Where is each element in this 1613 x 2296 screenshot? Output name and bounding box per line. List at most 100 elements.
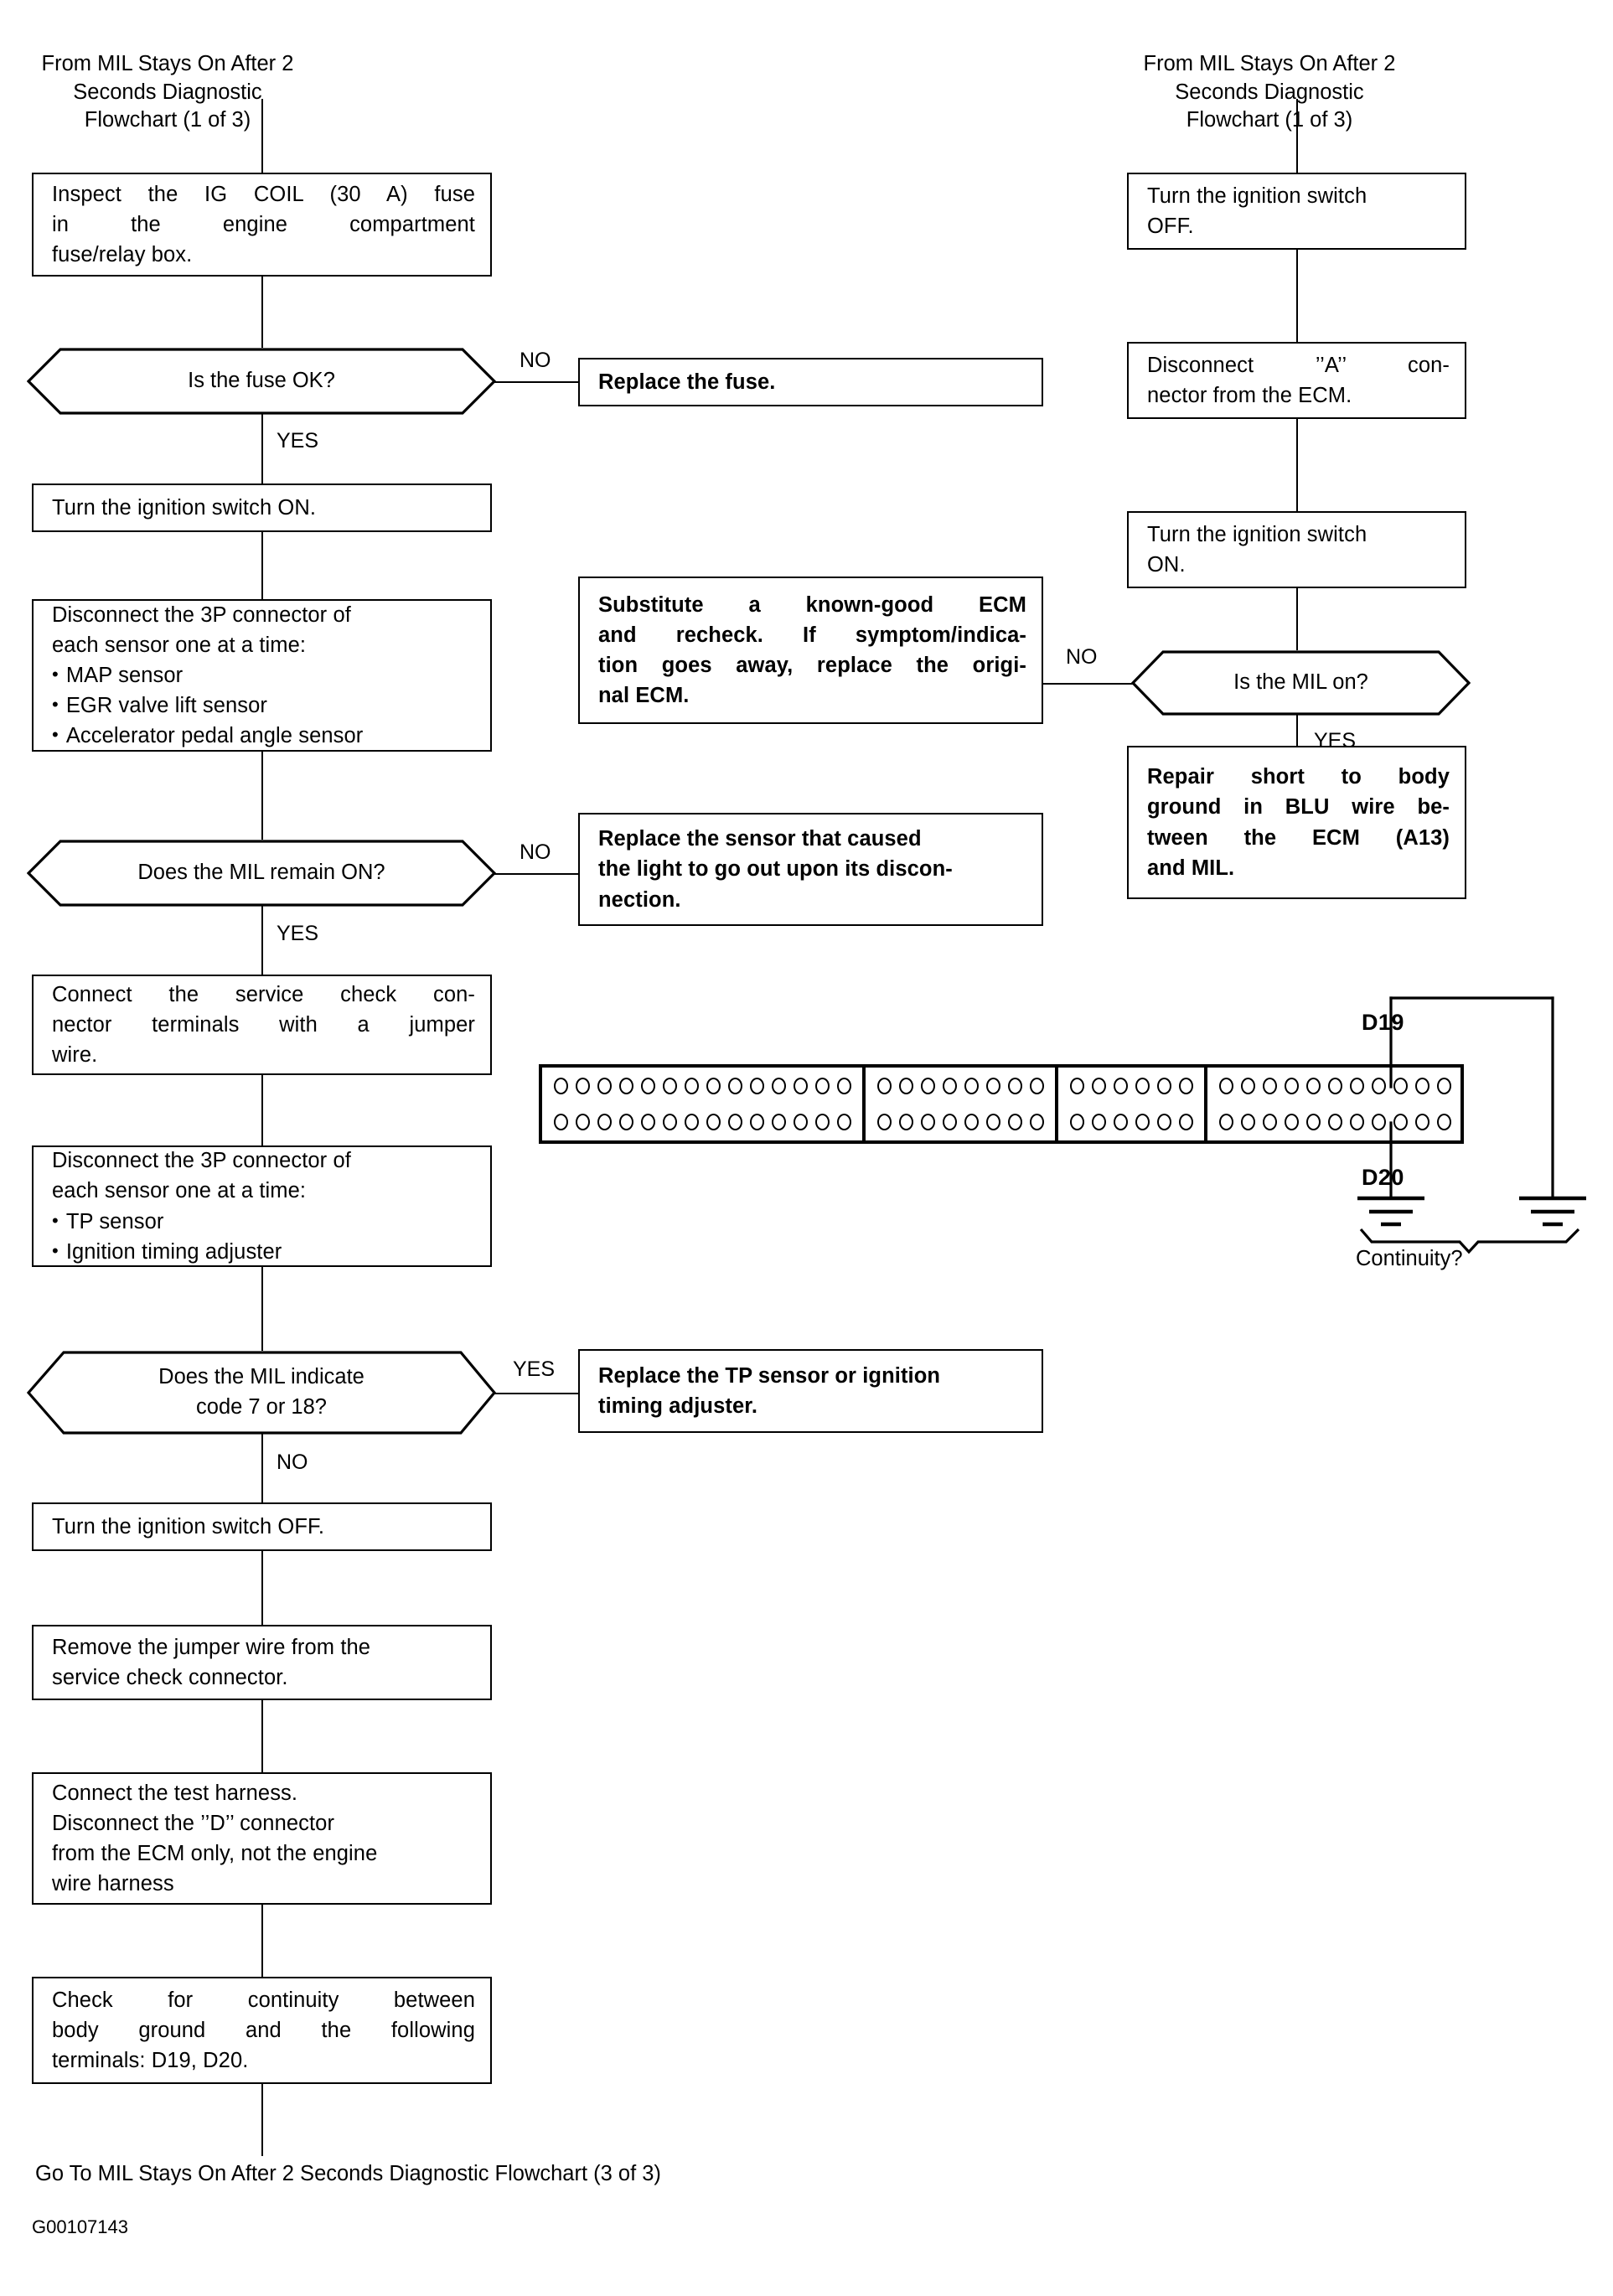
connector-pin	[1262, 1077, 1277, 1094]
connector-pin	[964, 1077, 979, 1094]
box-line: and MIL.	[1147, 856, 1235, 880]
decision-label: Is the fuse OK?	[188, 369, 335, 393]
box-replace-sensor-caused-light: Replace the sensor that caused the light…	[578, 813, 1043, 926]
connector-pin	[662, 1114, 677, 1131]
terminal-label-d20: D20	[1362, 1165, 1404, 1190]
connector-pin	[1284, 1114, 1299, 1131]
connector-pin	[836, 1114, 851, 1131]
connector-pin	[706, 1077, 721, 1094]
connector-pin	[1135, 1077, 1150, 1094]
box-turn-ignition-switch-on-right: Turn the ignition switch ON.	[1127, 511, 1466, 588]
connector-pin	[1069, 1114, 1084, 1131]
connector-pin	[640, 1077, 655, 1094]
connector-pin	[793, 1077, 808, 1094]
connector-line	[261, 2084, 263, 2156]
list-item: Ignition timing adjuster	[52, 1237, 475, 1267]
connector-pin	[1436, 1077, 1451, 1094]
connector-line	[261, 1551, 263, 1625]
box-disconnect-a-connector: Disconnect ’’A’’ con- nector from the EC…	[1127, 342, 1466, 419]
connector-pin	[771, 1077, 786, 1094]
box-line: Replace the TP sensor or ignition	[598, 1363, 941, 1388]
connector-pin	[1029, 1077, 1044, 1094]
decision-label: Does the MIL indicate code 7 or 18?	[158, 1365, 364, 1419]
connector-segment-1	[542, 1068, 866, 1140]
connector-line	[261, 413, 263, 485]
connector-pin	[1327, 1077, 1342, 1094]
box-replace-tp-sensor-or-ignition-timing-adjuster: Replace the TP sensor or ignition timing…	[578, 1349, 1043, 1433]
branch-label-no: NO	[520, 840, 551, 864]
box-inspect-ig-coil-fuse: Inspect the IG COIL (30 A) fuse in the e…	[32, 173, 492, 277]
box-line: Check for continuity between	[52, 1988, 475, 2012]
box-line: Disconnect the 3P connector of	[52, 1149, 351, 1173]
connector-line	[261, 905, 263, 977]
decision-does-mil-remain-on: Does the MIL remain ON?	[27, 840, 496, 907]
decision-is-mil-on: Is the MIL on?	[1131, 650, 1471, 716]
box-line: Substitute a known-good ECM	[598, 592, 1026, 617]
box-line: Remove the jumper wire from the	[52, 1635, 371, 1659]
connector-line	[261, 532, 263, 599]
box-repair-short-to-body-ground: Repair short to body ground in BLU wire …	[1127, 746, 1466, 899]
box-line: nector terminals with a jumper	[52, 1012, 475, 1037]
connector-line	[261, 99, 263, 174]
connector-pin	[898, 1077, 913, 1094]
connector-pin	[1135, 1114, 1150, 1131]
connector-pin	[727, 1077, 742, 1094]
connector-pin-row	[1066, 1068, 1197, 1104]
connector-pin	[920, 1077, 935, 1094]
connector-pin	[1069, 1077, 1084, 1094]
connector-pin	[597, 1077, 612, 1094]
connector-pin	[1156, 1114, 1171, 1131]
terminal-label-d19: D19	[1362, 1010, 1404, 1035]
box-connect-test-harness: Connect the test harness. Disconnect the…	[32, 1772, 492, 1905]
connector-pin-row	[550, 1068, 855, 1104]
box-line: Connect the service check con-	[52, 982, 475, 1006]
box-line: in the engine compartment	[52, 212, 475, 236]
connector-line	[1296, 419, 1298, 511]
connector-pin	[1327, 1114, 1342, 1131]
connector-line	[494, 1393, 578, 1394]
connector-pin	[1091, 1077, 1106, 1094]
connector-pin	[684, 1077, 699, 1094]
connector-pin	[898, 1114, 913, 1131]
connector-segment-3	[1058, 1068, 1207, 1140]
connector-pin	[1240, 1077, 1255, 1094]
connector-pin	[1305, 1077, 1321, 1094]
list-item: MAP sensor	[52, 660, 475, 690]
decision-label: Is the MIL on?	[1233, 670, 1368, 695]
box-line: wire.	[52, 1043, 98, 1068]
ecm-connector-pinout-diagram	[539, 1064, 1464, 1144]
box-line: Repair short to body	[1147, 765, 1450, 789]
connector-pin	[1218, 1114, 1233, 1131]
connector-pin-row	[1215, 1104, 1455, 1141]
connector-pin-d19	[1414, 1077, 1429, 1094]
connector-pin-row	[1066, 1104, 1197, 1141]
decision-label: Does the MIL remain ON?	[137, 861, 385, 885]
connector-line	[1296, 588, 1298, 650]
connector-line	[261, 1433, 263, 1505]
connector-pin	[1349, 1114, 1364, 1131]
connector-pin-row	[873, 1068, 1047, 1104]
connector-line	[1296, 99, 1298, 174]
branch-label-no: NO	[520, 349, 551, 372]
connector-pin-row	[873, 1104, 1047, 1141]
box-line: Replace the sensor that caused	[598, 827, 922, 851]
box-turn-ignition-switch-off: Turn the ignition switch OFF.	[1127, 173, 1466, 250]
box-turn-ignition-switch-on: Turn the ignition switch ON.	[32, 484, 492, 532]
box-line: Turn the ignition switch	[1147, 522, 1367, 546]
box-line: the light to go out upon its discon-	[598, 857, 953, 882]
box-line: fuse/relay box.	[52, 243, 193, 267]
connector-pin	[942, 1114, 957, 1131]
box-line: body ground and the following	[52, 2018, 475, 2042]
box-disconnect-3p-sensors-a: Disconnect the 3P connector of each sens…	[32, 599, 492, 752]
connector-line	[261, 752, 263, 840]
branch-label-yes: YES	[513, 1357, 556, 1381]
branch-label-no: NO	[1066, 645, 1098, 669]
box-line: terminals: D19, D20.	[52, 2049, 249, 2073]
connector-pin	[749, 1077, 764, 1094]
connector-line	[261, 1075, 263, 1145]
connector-pin-row	[1215, 1068, 1455, 1104]
connector-pin	[1371, 1114, 1386, 1131]
branch-label-no: NO	[277, 1451, 308, 1474]
